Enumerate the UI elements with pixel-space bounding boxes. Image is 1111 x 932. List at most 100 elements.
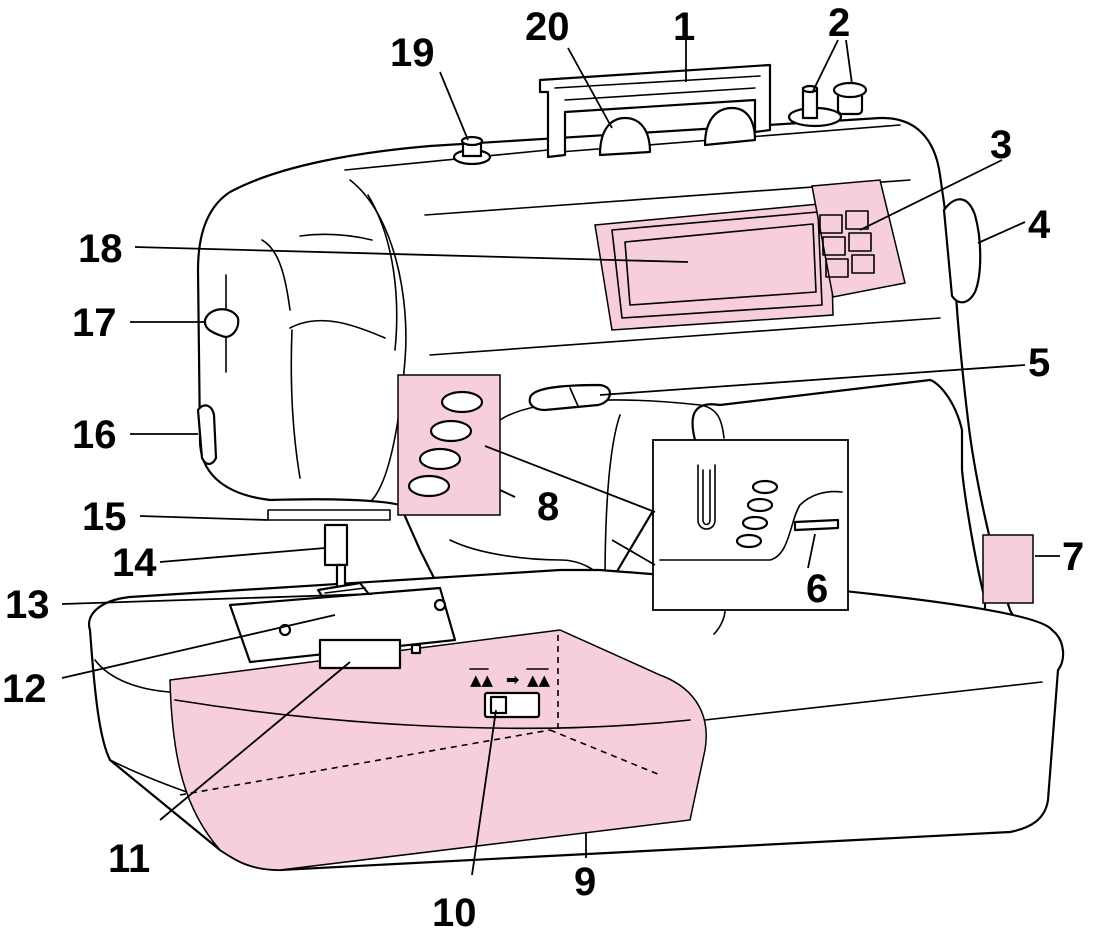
leader-15 xyxy=(139,515,269,521)
callout-1: 1 xyxy=(673,5,695,49)
lcd-screen-outer xyxy=(611,211,823,319)
inset-arm-curve xyxy=(659,490,843,561)
pattern-buttons xyxy=(819,210,875,278)
operation-button-2 xyxy=(429,419,473,443)
handwheel xyxy=(942,198,982,304)
leader-12 xyxy=(61,614,336,679)
inset-button-1 xyxy=(751,479,779,495)
presser-foot-detail xyxy=(324,587,366,594)
start-stop-divider xyxy=(569,387,579,407)
leader-14 xyxy=(159,547,326,563)
operation-button-4 xyxy=(407,474,451,498)
callout-5: 5 xyxy=(1028,341,1050,385)
bed-right-line xyxy=(704,681,1043,721)
handle-bar xyxy=(564,87,756,101)
leader-lines xyxy=(61,39,1060,876)
leader-6 xyxy=(807,533,816,569)
inset-connector-bottom xyxy=(611,539,656,566)
reverse-lever xyxy=(196,404,218,466)
callout-14: 14 xyxy=(112,541,157,585)
lcd-panel-highlight xyxy=(594,202,834,331)
callout-labels: 1 2 3 4 5 6 7 8 9 10 11 12 13 14 15 16 1… xyxy=(2,1,1084,932)
spool-pins xyxy=(787,81,868,128)
stitch-length-lever xyxy=(203,308,240,338)
lcd-screen-inner xyxy=(624,223,817,306)
inset-connector-top xyxy=(484,445,656,513)
arm-continuation xyxy=(713,609,726,635)
selector-switch: ▲▲ ➡ ▲▲ xyxy=(469,668,551,719)
callout-2: 2 xyxy=(828,1,850,45)
inset-needle-slot xyxy=(697,464,716,530)
callout-10: 10 xyxy=(432,891,477,932)
leader-5 xyxy=(599,364,1026,396)
pattern-button-1 xyxy=(819,214,843,234)
face-contour-3 xyxy=(261,239,291,311)
bobbin-cover xyxy=(318,638,402,670)
inset-button-4 xyxy=(735,533,763,549)
leader-8 xyxy=(499,489,516,498)
callout-17: 17 xyxy=(72,301,117,345)
inset-button-2 xyxy=(746,497,774,513)
leader-4 xyxy=(977,221,1026,244)
leader-10 xyxy=(471,709,497,876)
operation-button-3 xyxy=(418,447,462,471)
leader-2a xyxy=(811,39,839,94)
handle-shape xyxy=(538,63,772,159)
plate-marker xyxy=(410,643,422,655)
callout-20: 20 xyxy=(525,5,570,49)
pattern-button-2 xyxy=(845,210,869,230)
leader-2b xyxy=(845,39,853,85)
leader-19 xyxy=(439,71,469,141)
thread-guide-top xyxy=(460,135,484,147)
callout-19: 19 xyxy=(390,31,435,75)
needle-clamp xyxy=(323,523,349,567)
pattern-button-6 xyxy=(851,254,875,274)
power-jack-highlight xyxy=(982,534,1034,604)
spool-cap-left xyxy=(598,116,652,157)
needle-bar-housing xyxy=(267,509,391,521)
callout-13: 13 xyxy=(5,583,50,627)
table-hidden-edge-2 xyxy=(549,729,661,776)
plate-screw-right xyxy=(433,598,447,612)
presser-shank xyxy=(335,563,347,589)
callout-11: 11 xyxy=(108,837,150,881)
switch-symbol-right: ▲▲ xyxy=(527,671,551,689)
leader-20 xyxy=(567,47,613,129)
pattern-button-5 xyxy=(825,258,849,278)
leader-11 xyxy=(159,661,351,821)
needle-plate-area xyxy=(228,586,457,670)
face-contour-2 xyxy=(290,329,301,479)
bobbin-winder-cap xyxy=(832,81,868,99)
callout-16: 16 xyxy=(72,413,117,457)
leader-13 xyxy=(61,593,373,605)
operation-buttons xyxy=(407,390,484,498)
callout-3: 3 xyxy=(990,123,1012,167)
table-hidden-edge-1 xyxy=(179,729,551,796)
callout-18: 18 xyxy=(78,227,123,271)
leader-3 xyxy=(859,159,1003,231)
callout-6: 6 xyxy=(806,567,828,611)
front-top-line xyxy=(299,233,373,241)
pattern-button-4 xyxy=(848,232,872,252)
face-contour-1 xyxy=(289,319,386,339)
callout-4: 4 xyxy=(1028,203,1051,247)
arm-underside xyxy=(499,399,725,439)
leader-18 xyxy=(134,246,689,263)
callout-9: 9 xyxy=(574,860,596,904)
panel-bottom-line xyxy=(429,317,941,356)
face-plate-edge xyxy=(349,179,407,501)
switch-knob xyxy=(489,695,508,715)
switch-symbol-arrow: ➡ xyxy=(506,670,519,689)
inset-lever xyxy=(793,518,840,532)
callout-12: 12 xyxy=(2,667,47,711)
pattern-button-3 xyxy=(822,236,846,256)
operation-button-1 xyxy=(440,390,484,414)
switch-symbol-left: ▲▲ xyxy=(470,671,494,689)
callout-8: 8 xyxy=(537,485,559,529)
face-plate-inner xyxy=(367,194,398,351)
inset-button-3 xyxy=(741,515,769,531)
callout-15: 15 xyxy=(82,495,127,539)
spool-cap-right xyxy=(703,106,757,147)
arm-inner-curve xyxy=(604,414,621,586)
